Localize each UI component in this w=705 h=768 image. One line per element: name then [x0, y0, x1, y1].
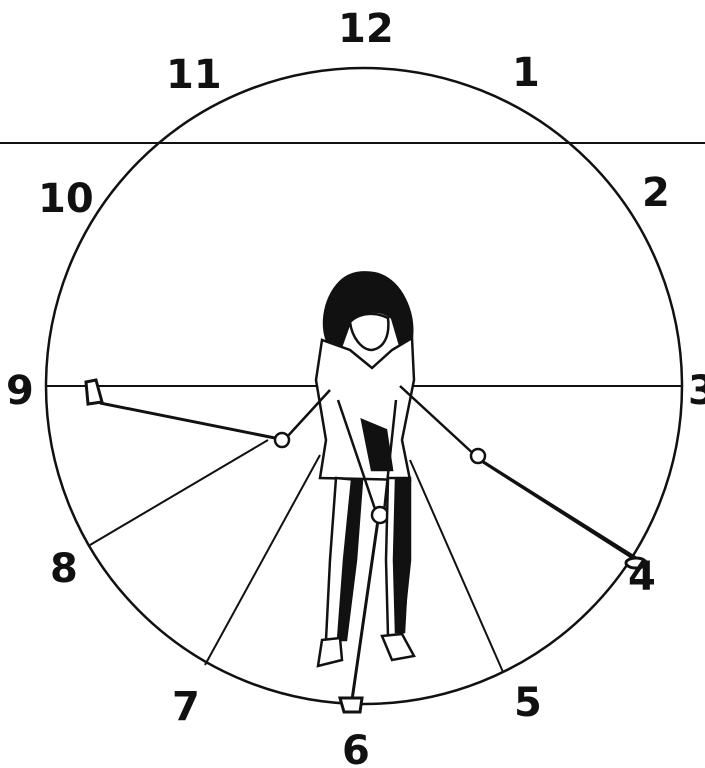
golfer-hands-right — [471, 449, 485, 463]
clock-label-1: 1 — [512, 50, 540, 96]
club-shaft-left — [100, 403, 285, 440]
golfer-hands-center — [372, 507, 388, 523]
sector-line-7 — [205, 455, 320, 665]
club-head-left — [86, 380, 102, 404]
golfer-left-shoe — [318, 638, 342, 666]
sector-line-5 — [410, 460, 503, 672]
club-shaft-right — [480, 460, 636, 560]
clock-label-2: 2 — [642, 170, 670, 216]
golfer-torso — [316, 338, 414, 480]
golfer-hands-left — [275, 433, 289, 447]
golfer-figure — [275, 272, 485, 666]
clock-label-4: 4 — [628, 554, 656, 600]
clock-label-12: 12 — [338, 6, 394, 52]
clock-label-6: 6 — [342, 728, 370, 768]
golfer-right-leg-shadow — [394, 480, 408, 632]
clock-label-9: 9 — [6, 368, 34, 414]
clock-label-10: 10 — [38, 176, 94, 222]
clock-label-5: 5 — [514, 680, 542, 726]
club-head-center — [340, 698, 362, 712]
clock-label-7: 7 — [172, 684, 200, 730]
clock-label-11: 11 — [166, 52, 222, 98]
golfer-right-shoe — [382, 634, 414, 660]
golfer-face — [350, 314, 388, 350]
clock-label-3: 3 — [688, 368, 705, 414]
sector-line-8 — [90, 440, 268, 545]
clock-label-8: 8 — [50, 546, 78, 592]
